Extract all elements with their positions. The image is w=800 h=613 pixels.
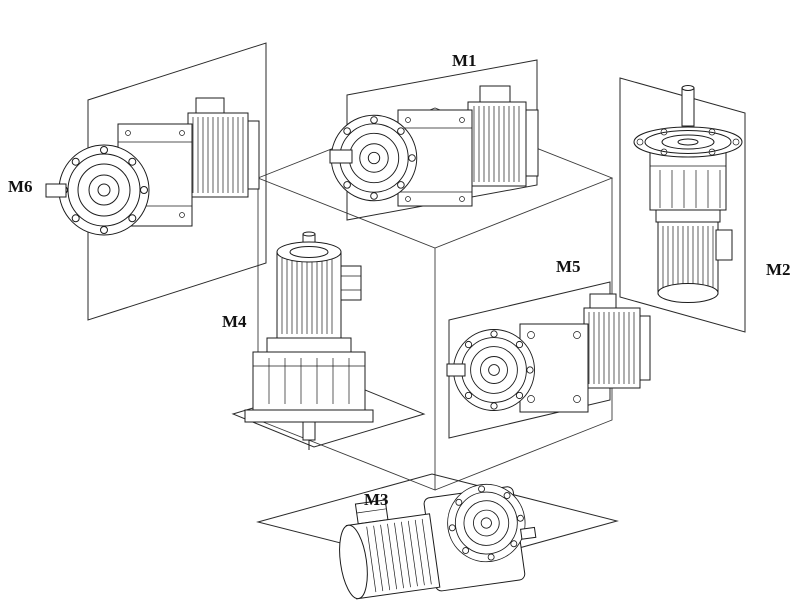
- adapter-m4: [266, 337, 352, 353]
- label-m1: M1: [452, 51, 477, 70]
- terminal-box-m1: [479, 85, 511, 103]
- terminal-box-m5: [589, 293, 617, 310]
- motor-body-m1: [467, 85, 539, 187]
- label-m5: M5: [556, 257, 581, 276]
- output-flange-m5: [453, 329, 535, 411]
- terminal-box-m6: [195, 97, 225, 115]
- output-shaft-m1: [329, 149, 353, 164]
- end-cap-m6: [247, 120, 260, 190]
- output-shaft-m3: [519, 526, 537, 540]
- motor-body-m5: [583, 293, 651, 389]
- mounting-plane-m2: [619, 77, 746, 333]
- motor-body-m3: [339, 499, 441, 600]
- terminal-box-m2: [715, 229, 733, 261]
- motor-body-m2: [657, 221, 733, 303]
- end-cap-m2: [657, 283, 719, 303]
- fan-cover-m4: [276, 241, 342, 263]
- gearbox-m4: [244, 351, 374, 450]
- motor-m6: [45, 97, 260, 236]
- adapter-m2: [655, 209, 721, 223]
- output-shaft-m4: [302, 421, 316, 441]
- label-m6: M6: [8, 177, 33, 196]
- motor-m5: [446, 293, 651, 413]
- motor-body-m4: [276, 231, 362, 339]
- end-cap-m5: [639, 315, 651, 381]
- motor-m4: [244, 231, 374, 450]
- mounting-plane-m6: [87, 42, 267, 321]
- output-flange-m6: [58, 144, 150, 236]
- output-flange-m2: [633, 126, 743, 158]
- label-m3: M3: [364, 490, 389, 509]
- output-shaft-m5: [446, 363, 466, 377]
- output-shaft-m6: [45, 183, 67, 198]
- motor-m2: [633, 85, 743, 303]
- gearbox-m2: [649, 151, 727, 211]
- label-m2: M2: [766, 260, 791, 279]
- motor-m1: [329, 85, 539, 207]
- label-m4: M4: [222, 312, 247, 331]
- gearbox-m1: [397, 109, 473, 207]
- bottom-flange-m4: [244, 409, 374, 423]
- mounting-plane-m5: [448, 281, 611, 439]
- end-cap-m1: [525, 109, 539, 177]
- end-cap-m3: [339, 524, 368, 600]
- terminal-box-m4: [340, 265, 362, 301]
- motor-body-m6: [187, 97, 260, 198]
- output-shaft-m2: [681, 85, 695, 127]
- motor-m3: [339, 478, 537, 600]
